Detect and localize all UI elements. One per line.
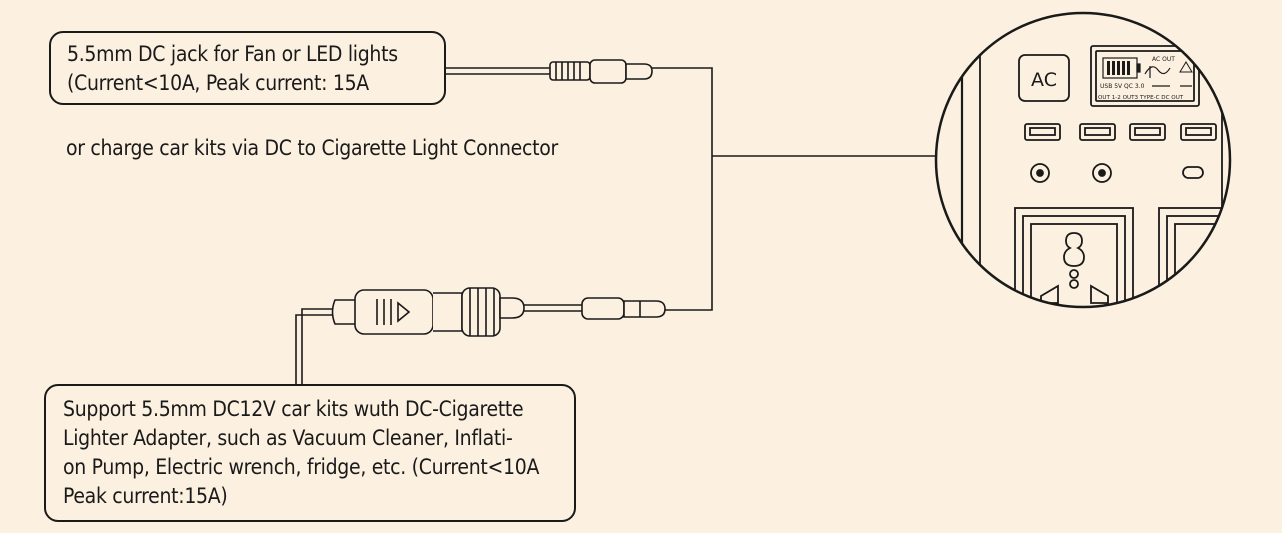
display-ac-out-label: AC OUT [1152, 56, 1175, 63]
car-kits-callout-line: Peak current:15A) [63, 484, 228, 508]
ac-wave-icon [1144, 66, 1171, 75]
car-kits-callout: Support 5.5mm DC12V car kits wuth DC-Cig… [44, 384, 576, 522]
dc-jack-callout-line: 5.5mm DC jack for Fan or LED lights [67, 42, 398, 66]
dc-output-jacks [1030, 163, 1204, 183]
connection-wires [295, 67, 940, 386]
battery-bars [1107, 61, 1130, 75]
dc-jack-callout: 5.5mm DC jack for Fan or LED lights (Cur… [49, 31, 446, 105]
warning-icon [1179, 61, 1193, 73]
wire-jack-to-plug [652, 67, 713, 311]
dc-plug-top [549, 59, 653, 84]
dc-jack-callout-line: (Current<10A, Peak current: 15A [67, 71, 369, 95]
car-kits-callout-line: on Pump, Electric wrench, fridge, etc. (… [63, 455, 540, 479]
dc-plug-bottom [581, 297, 666, 320]
wire-adapter-to-plug [524, 304, 582, 312]
display-out-label: OUT 1-2 OUT3 TYPE-C DC OUT [1098, 95, 1184, 101]
car-kits-callout-line: Lighter Adapter, such as Vacuum Cleaner,… [63, 426, 513, 450]
display-usb-label: USB 5V QC 3.0 [1100, 83, 1145, 90]
usb-ports [1024, 123, 1217, 141]
ac-outlets [1014, 207, 1230, 307]
cigarette-lighter-adapter [331, 287, 525, 337]
battery-icon [1102, 57, 1141, 79]
cigarette-connector-note: or charge car kits via DC to Cigarette L… [66, 136, 558, 160]
car-kits-callout-line: Support 5.5mm DC12V car kits wuth DC-Cig… [63, 397, 524, 421]
ac-button-label: AC [1031, 69, 1057, 91]
ac-button [1018, 54, 1070, 102]
